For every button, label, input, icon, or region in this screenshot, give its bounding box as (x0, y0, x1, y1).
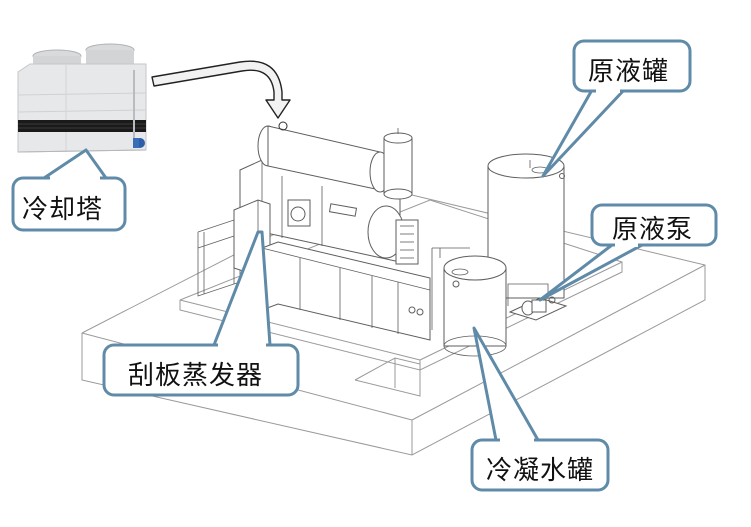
flow-arrow (151, 60, 291, 119)
callout-scraper-evaporator (102, 230, 300, 397)
label-scraper-evaporator: 刮板蒸发器 (128, 361, 264, 391)
condensate-tank-drawing (431, 247, 507, 357)
callout-cooling-tower (11, 148, 127, 232)
label-condensate-tank: 冷凝水罐 (486, 456, 595, 486)
callout-condensate-tank (470, 326, 610, 492)
label-raw-liquid-tank: 原液罐 (588, 57, 670, 87)
label-cooling-tower: 冷却塔 (22, 195, 104, 225)
cooling-tower-image (17, 43, 147, 153)
raw-liquid-pump-drawing (507, 283, 568, 321)
callout-raw-liquid-pump (538, 203, 718, 302)
scraper-evaporator-drawing (197, 121, 431, 341)
callout-raw-liquid-tank (541, 39, 692, 178)
label-raw-liquid-pump: 原液泵 (612, 215, 694, 245)
